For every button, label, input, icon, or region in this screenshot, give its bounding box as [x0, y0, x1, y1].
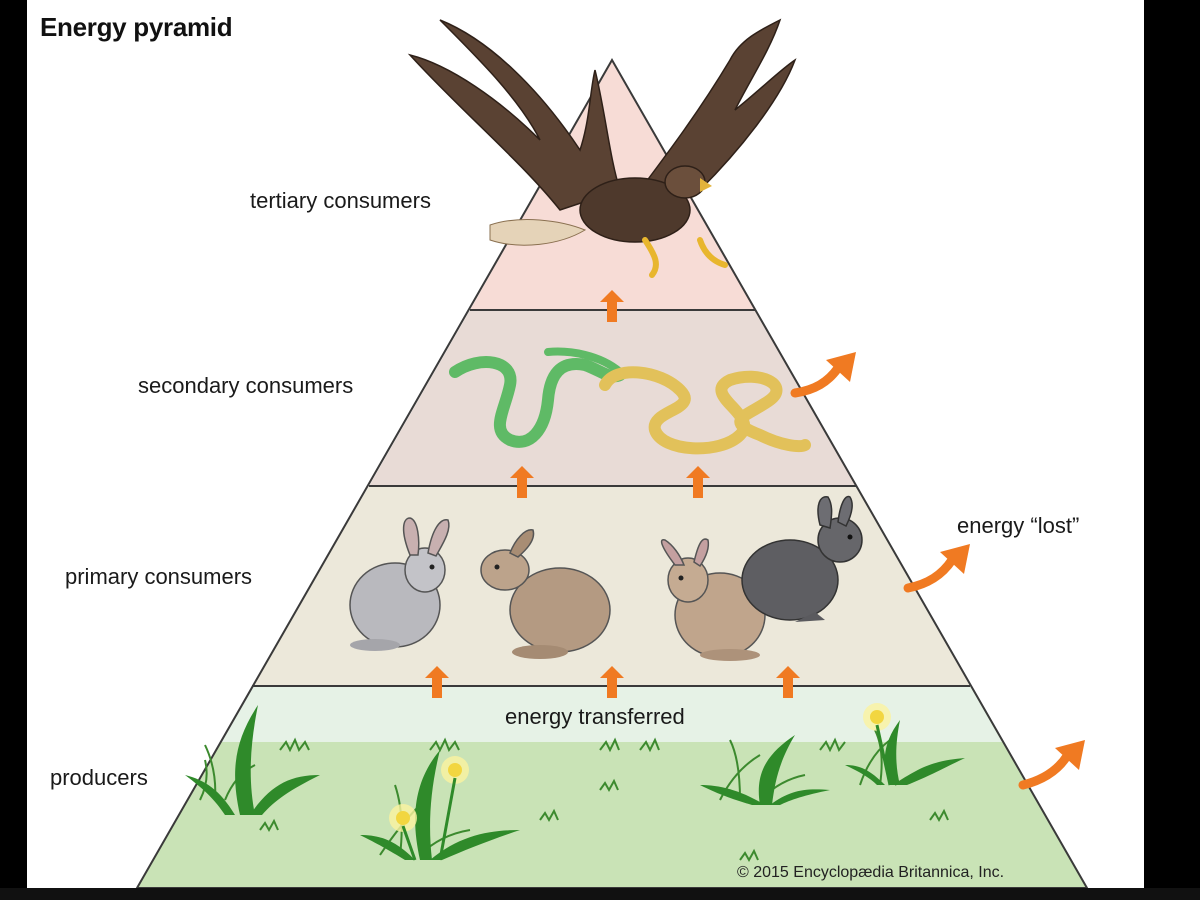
energy-lost-label: energy “lost”	[957, 513, 1080, 538]
copyright-notice: © 2015 Encyclopædia Britannica, Inc.	[737, 864, 1005, 881]
arrowhead-icon	[1055, 740, 1085, 770]
gray-rabbit-icon	[349, 517, 450, 651]
curved-arrow-icon	[790, 363, 843, 398]
bottom-border	[0, 888, 1200, 900]
level-label-primary: primary consumers	[65, 564, 253, 589]
page-title: Energy pyramid	[40, 12, 233, 42]
energy-lost-arrows	[790, 363, 1072, 790]
diagram-canvas: Energy pyramid	[27, 0, 1144, 900]
pyramid-level-secondary	[369, 310, 857, 486]
level-label-tertiary: tertiary consumers	[250, 188, 431, 213]
energy-transferred-label: energy transferred	[505, 704, 685, 729]
producers-sky-band	[221, 686, 1002, 742]
brown-rabbit-icon	[480, 529, 611, 659]
dark-rabbit-icon	[741, 495, 863, 622]
energy-transferred-arrows	[425, 290, 800, 698]
energy-pyramid	[135, 18, 1089, 889]
arrowhead-icon	[826, 352, 856, 382]
level-label-secondary: secondary consumers	[138, 373, 354, 398]
up-arrow-icon	[600, 666, 624, 698]
up-arrow-icon	[425, 666, 449, 698]
arrowhead-icon	[940, 544, 970, 574]
grass-icon	[185, 705, 965, 860]
brown-rabbit-icon	[660, 538, 766, 661]
up-arrow-icon	[510, 466, 534, 498]
green-snake-icon	[449, 356, 626, 448]
flower-icon	[389, 703, 892, 861]
level-label-producers: producers	[50, 765, 148, 790]
yellow-snake-icon	[599, 366, 811, 455]
eagle-icon	[407, 18, 797, 278]
curved-arrow-icon	[1018, 751, 1072, 790]
pyramid-level-primary	[252, 486, 970, 686]
up-arrow-icon	[686, 466, 710, 498]
up-arrow-icon	[600, 290, 624, 322]
green-snake-icon	[544, 347, 624, 376]
curved-arrow-icon	[903, 555, 957, 593]
up-arrow-icon	[776, 666, 800, 698]
